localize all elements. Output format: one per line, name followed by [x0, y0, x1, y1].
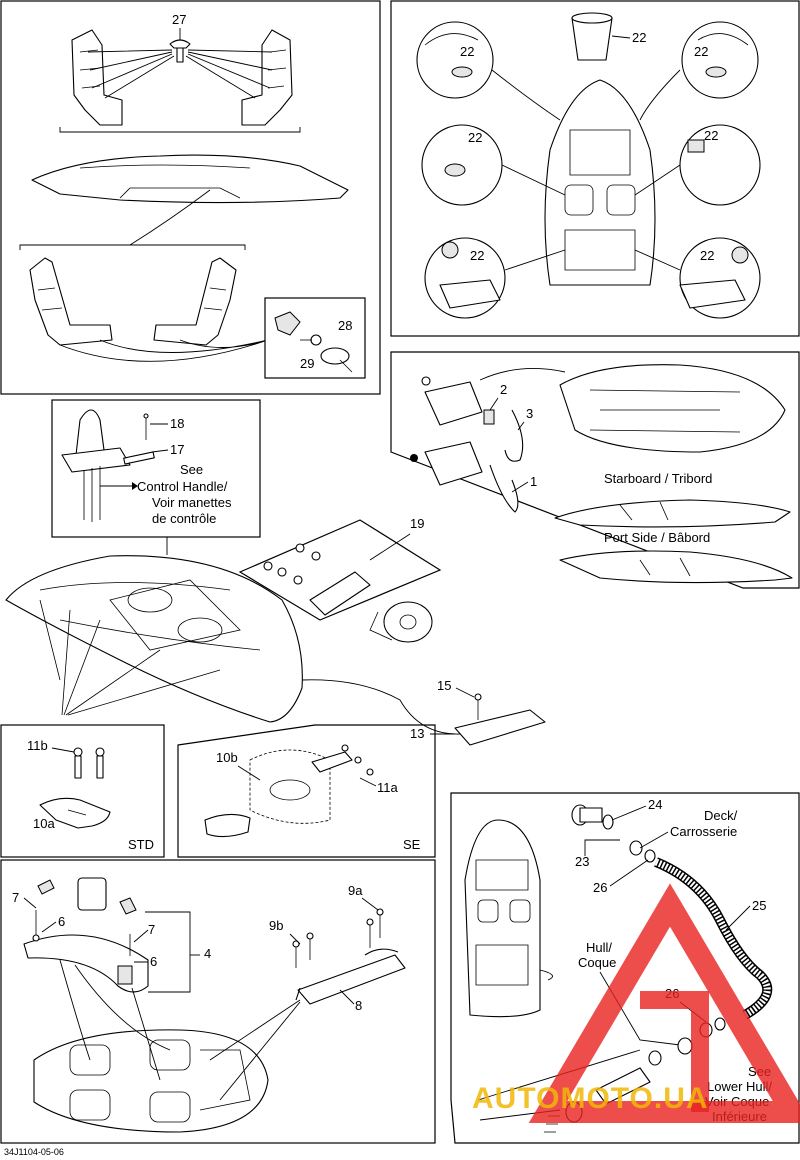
pin-icon	[143, 413, 149, 440]
callout-19: 19	[410, 516, 424, 531]
starboard-view	[554, 499, 791, 528]
vent-clip-icon	[483, 409, 495, 425]
bolt-icon	[474, 693, 482, 720]
callout-27: 27	[172, 12, 186, 27]
washer-icon-se	[341, 744, 374, 776]
callout-6-a: 6	[58, 914, 65, 929]
cup-holder-icon	[571, 12, 613, 61]
label-hull-1: Hull/	[586, 940, 612, 955]
label-se: SE	[403, 837, 421, 852]
cup-holder-detail-2	[681, 21, 759, 99]
callout-9b: 9b	[269, 918, 283, 933]
label-see-control-4: de contrôle	[152, 511, 216, 526]
cleat-icon	[39, 797, 111, 829]
cup-holder-detail-1	[416, 21, 494, 99]
drain-fitting-upper	[571, 804, 656, 863]
watermark-text: AUTOMOTO.UA	[472, 1082, 709, 1115]
boat-drain-topview	[464, 819, 541, 1018]
callout-10a: 10a	[33, 816, 55, 831]
callout-15: 15	[437, 678, 451, 693]
lower-liner-right	[153, 257, 237, 346]
callout-7-b: 7	[148, 922, 155, 937]
lower-liner-left	[29, 257, 113, 346]
grab-handle-icon	[23, 934, 149, 993]
clip-icon	[274, 311, 301, 336]
rear-handle	[295, 948, 406, 1005]
callout-4: 4	[204, 946, 211, 961]
watermark-logo	[528, 883, 800, 1123]
label-port: Port Side / Bâbord	[604, 530, 710, 545]
label-hull-2: Coque	[578, 955, 616, 970]
callout-28: 28	[338, 318, 352, 333]
rivet-icon	[169, 39, 191, 63]
callout-22-f: 22	[700, 248, 714, 263]
boat-topview-lower	[33, 1029, 269, 1133]
callout-8: 8	[355, 998, 362, 1013]
label-starboard: Starboard / Tribord	[604, 471, 712, 486]
callout-22-e: 22	[470, 248, 484, 263]
port-view	[559, 550, 793, 584]
cable-tie-upper	[504, 409, 524, 462]
vent-plate-upper	[421, 376, 483, 426]
bolt-set-9	[292, 908, 384, 968]
callout-9a: 9a	[348, 883, 363, 898]
drain-hose-icon	[654, 857, 773, 1020]
bolt-pair-std	[73, 747, 105, 779]
cup-holder-detail-5	[424, 237, 506, 319]
label-see-control-3: Voir manettes	[152, 495, 232, 510]
callout-22-c: 22	[468, 130, 482, 145]
document-code: 34J1104-05-06	[4, 1147, 64, 1157]
callout-1: 1	[530, 474, 537, 489]
cable-tie-lower	[489, 464, 519, 513]
callout-22-d: 22	[704, 128, 718, 143]
upper-liner-right	[241, 29, 293, 126]
callout-25: 25	[752, 898, 766, 913]
main-boat	[5, 555, 303, 723]
boat-topview	[544, 79, 656, 286]
callout-3: 3	[526, 406, 533, 421]
callout-23: 23	[575, 854, 589, 869]
label-deck-2: Carrosserie	[670, 824, 737, 839]
label-deck-1: Deck/	[704, 808, 738, 823]
cup-holder-detail-3	[421, 124, 503, 206]
callout-26-a: 26	[593, 880, 607, 895]
throttle-lever	[61, 409, 131, 522]
steering-bracket	[309, 571, 371, 616]
vent-plate-lower	[410, 441, 483, 486]
callout-6-b: 6	[150, 954, 157, 969]
washer-icon	[263, 543, 321, 585]
callout-11a: 11a	[377, 780, 398, 795]
cup-holder-detail-4	[679, 124, 761, 206]
label-std: STD	[128, 837, 154, 852]
callout-29: 29	[300, 356, 314, 371]
se-cleat-assembly	[204, 749, 353, 838]
callout-22-a: 22	[460, 44, 474, 59]
screw-icon	[300, 334, 322, 346]
steering-wheel-icon	[369, 601, 433, 643]
callout-22-top: 22	[632, 30, 646, 45]
deck-topview	[559, 364, 786, 453]
deck-side-profile	[31, 154, 349, 204]
panel-steering-mount	[238, 519, 442, 621]
label-see-control-1: See	[180, 462, 203, 477]
panel-std-cleat	[0, 724, 165, 858]
callout-17: 17	[170, 442, 184, 457]
callout-2: 2	[500, 382, 507, 397]
callout-13: 13	[410, 726, 424, 741]
cable-tie-icon	[320, 347, 353, 373]
label-see-control-2: Control Handle/	[137, 479, 228, 494]
callout-22-b: 22	[694, 44, 708, 59]
trim-cap-icon	[37, 877, 137, 915]
cup-holder-detail-6	[679, 237, 761, 319]
callout-10b: 10b	[216, 750, 238, 765]
callout-7-a: 7	[12, 890, 19, 905]
callout-11b-std: 11b	[27, 738, 48, 753]
callout-24: 24	[648, 797, 662, 812]
lever-plate	[123, 451, 155, 465]
label-see-hull-2: Lower Hull/	[707, 1079, 772, 1094]
mount-plate	[454, 709, 546, 746]
callout-18: 18	[170, 416, 184, 431]
